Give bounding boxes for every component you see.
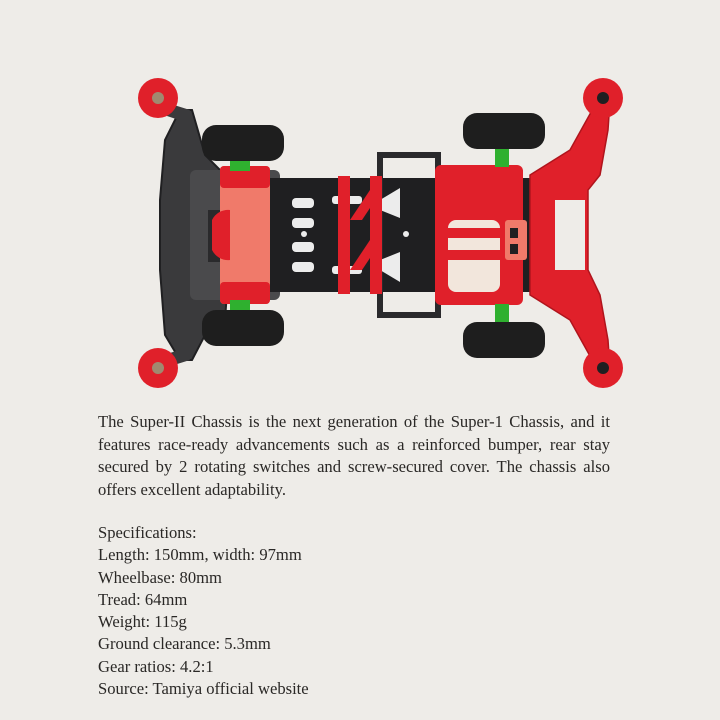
product-image-chassis xyxy=(130,70,630,400)
spec-gear-ratios: Gear ratios: 4.2:1 xyxy=(98,656,214,676)
product-description: The Super-II Chassis is the next generat… xyxy=(98,412,610,499)
spec-source: Source: Tamiya official website xyxy=(98,679,309,699)
spec-weight: Weight: 115g xyxy=(98,612,187,632)
spec-ground-clearance: Ground clearance: 5.3mm xyxy=(98,634,271,654)
spec-tread: Tread: 64mm xyxy=(98,589,188,609)
spec-dimensions: Length: 150mm, width: 97mm xyxy=(98,545,302,565)
specifications-heading: Specifications: xyxy=(98,523,197,542)
specifications-list: Specifications: Length: 150mm, width: 97… xyxy=(98,522,618,700)
chassis-illustration xyxy=(138,78,623,388)
spec-wheelbase: Wheelbase: 80mm xyxy=(98,567,222,587)
